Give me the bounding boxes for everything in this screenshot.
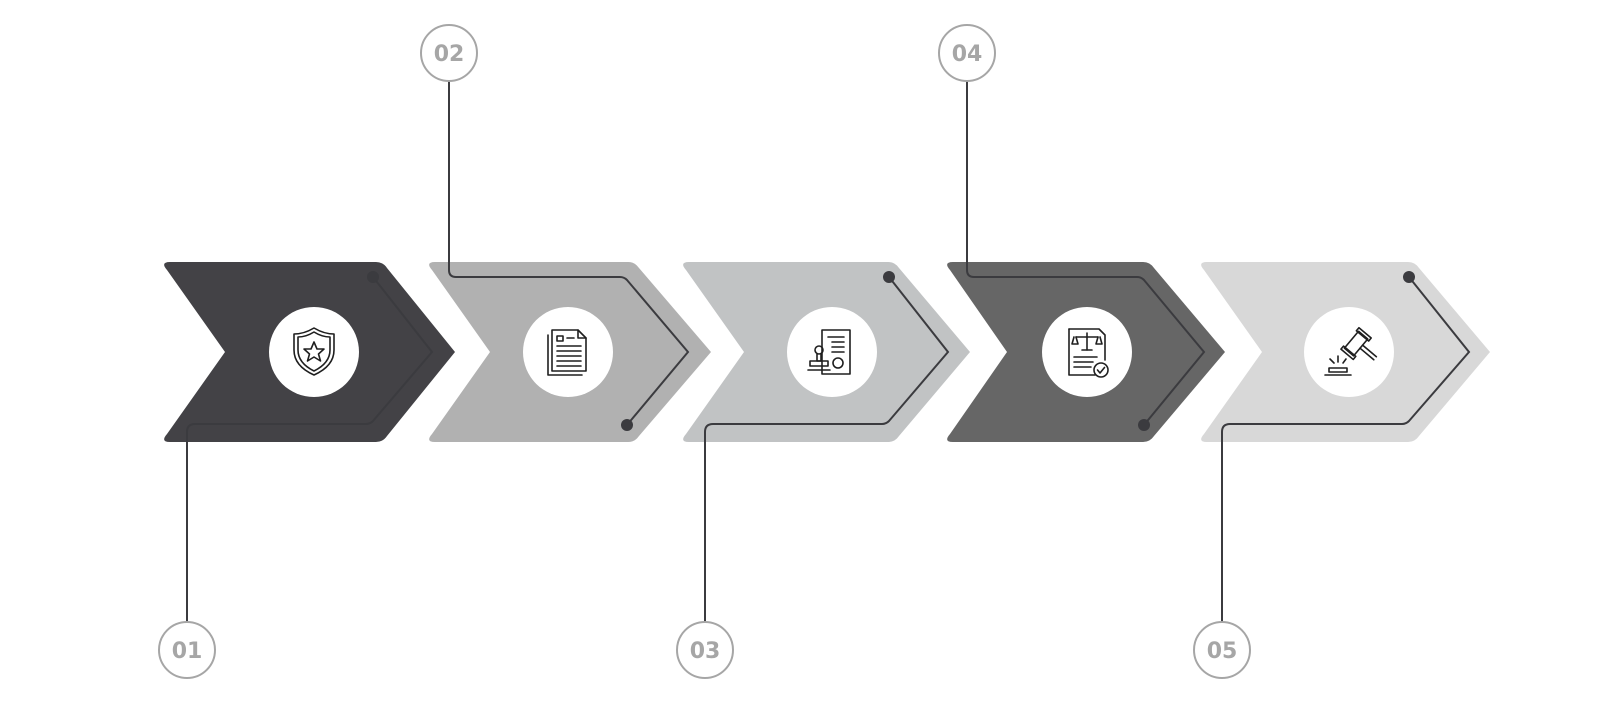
legal-document-icon <box>1068 328 1109 378</box>
step-04-number-badge: 04 <box>938 24 996 82</box>
step-03-number-badge: 03 <box>676 621 734 679</box>
step-03-number: 03 <box>690 639 721 664</box>
step-05-connector <box>1221 276 1471 622</box>
step-02-connector <box>448 81 690 426</box>
step-05-number: 05 <box>1207 639 1238 664</box>
step-03-dot <box>883 271 895 283</box>
stamp-certificate-icon <box>807 329 851 375</box>
step-04-number: 04 <box>952 42 983 67</box>
step-02-number-badge: 02 <box>420 24 478 82</box>
documents-icon <box>547 329 587 376</box>
step-01-number: 01 <box>172 639 203 664</box>
step-01-dot <box>367 271 379 283</box>
number-badges: 01 02 03 04 05 <box>158 24 1251 679</box>
step-01-connector <box>186 276 434 622</box>
step-04-icon-circle <box>1042 307 1132 397</box>
step-01-icon-circle <box>269 307 359 397</box>
police-badge-icon <box>293 327 335 376</box>
connectors <box>186 81 1471 622</box>
step-02-icon-circle <box>523 307 613 397</box>
gavel-icon <box>1324 326 1378 376</box>
step-05-dot <box>1403 271 1415 283</box>
step-02-number: 02 <box>434 42 465 67</box>
step-04-connector <box>966 81 1206 426</box>
step-02-dot <box>621 419 633 431</box>
connector-dots <box>367 271 1415 431</box>
step-04-dot <box>1138 419 1150 431</box>
step-03-connector <box>704 276 950 622</box>
step-05-number-badge: 05 <box>1193 621 1251 679</box>
step-01-number-badge: 01 <box>158 621 216 679</box>
